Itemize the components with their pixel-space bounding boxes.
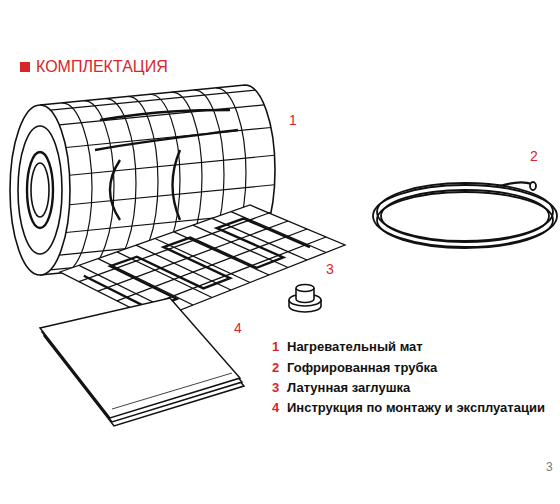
callout-number: 1 (289, 112, 297, 128)
brass-plug (289, 285, 321, 313)
callout-number: 2 (530, 148, 538, 164)
list-number: 4 (272, 401, 279, 416)
callout-number: 4 (234, 320, 242, 336)
part-name: Инструкция по монтажу и эксплуатации (287, 401, 545, 416)
unrolled-mat (60, 205, 345, 320)
callout-number: 3 (326, 261, 334, 277)
part-name: Латунная заглушка (287, 381, 410, 396)
manual-booklet (40, 298, 244, 426)
list-number: 1 (272, 340, 279, 355)
corrugated-tube (373, 182, 557, 248)
title-marker (20, 62, 30, 72)
page-number: 3 (546, 461, 553, 475)
part-name: Нагревательный мат (287, 340, 423, 355)
list-number: 3 (272, 381, 279, 396)
list-number: 2 (272, 361, 279, 376)
part-name: Гофрированная трубка (287, 361, 437, 376)
section-title: КОМПЛЕКТАЦИЯ (36, 58, 168, 76)
